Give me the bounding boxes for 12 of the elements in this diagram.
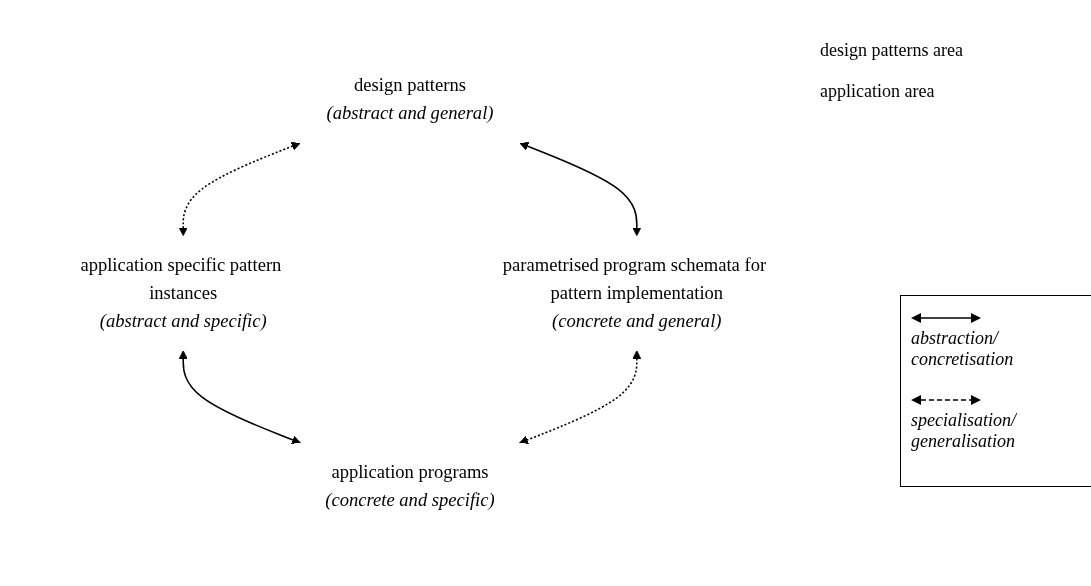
area-label: design patterns area xyxy=(820,40,964,61)
arrow xyxy=(519,350,642,445)
legend-label: abstraction/ concretisation xyxy=(911,328,1015,370)
legend-label: specialisation/ generalisation xyxy=(911,410,1018,452)
arrow xyxy=(178,350,301,445)
node-text: application programs (concrete and specific) xyxy=(325,461,495,511)
arrow xyxy=(178,141,301,237)
area-label: application area xyxy=(820,81,936,102)
node-text: application specific pattern instances (abstract and specific) xyxy=(80,254,282,331)
node-text: design patterns (abstract and general) xyxy=(326,74,494,124)
arrow xyxy=(519,141,642,237)
node-text: parametrised program schemata for pattern implementation (concrete and general) xyxy=(502,254,767,331)
